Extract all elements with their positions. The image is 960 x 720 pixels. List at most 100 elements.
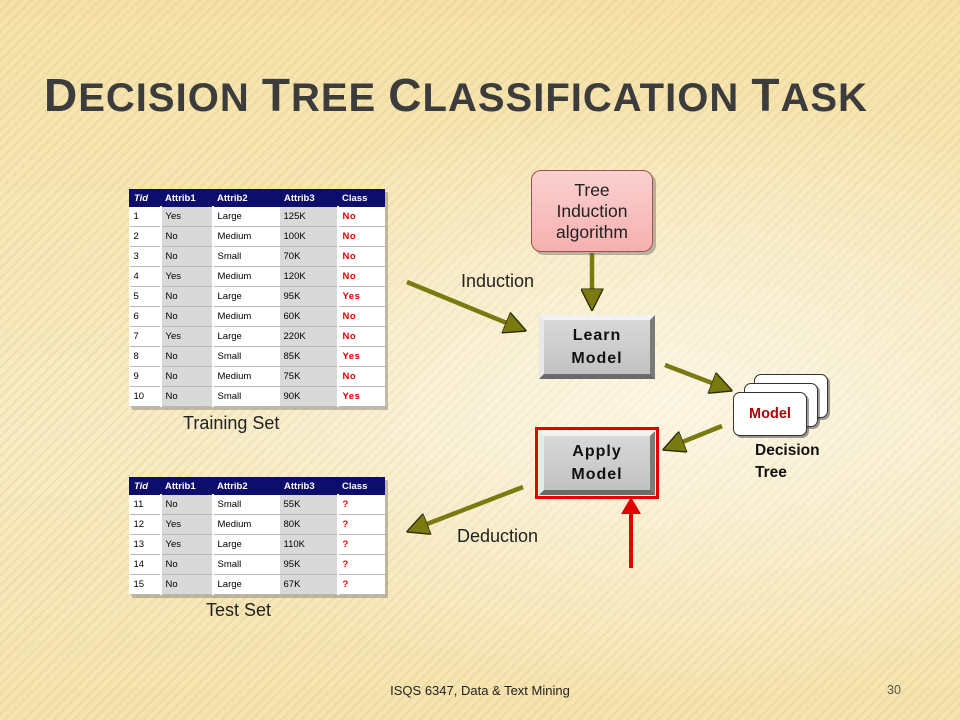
table-cell: 10: [129, 386, 162, 407]
slide-title: DECISION TREE CLASSIFICATION TASK: [44, 69, 868, 121]
algorithm-line: Induction: [556, 200, 628, 221]
table-cell: Large: [212, 206, 280, 227]
table-cell: 5: [129, 286, 162, 307]
table-cell: Yes: [160, 326, 214, 347]
apply-model-box: Apply Model: [539, 431, 655, 495]
table-cell: 11: [129, 494, 162, 515]
table-cell: Yes: [337, 386, 385, 407]
table-cell: No: [160, 246, 214, 267]
table-cell: No: [337, 306, 385, 327]
learn-line: Model: [571, 350, 623, 367]
table-cell: 70K: [279, 246, 339, 267]
column-header: Class: [337, 477, 385, 495]
model-to-apply-arrow: [670, 423, 723, 447]
table-cell: No: [337, 226, 385, 247]
table-cell: 13: [129, 534, 162, 555]
table-cell: 80K: [279, 514, 339, 535]
column-header: Attrib1: [160, 189, 213, 207]
table-cell: 120K: [279, 266, 339, 287]
table-cell: No: [160, 554, 214, 575]
column-header: Attrib2: [212, 477, 280, 495]
induction-label: Induction: [461, 271, 535, 291]
table-cell: 14: [129, 554, 162, 575]
apply-line: Apply: [572, 443, 622, 460]
table-cell: Large: [212, 534, 280, 555]
table-cell: 1: [129, 206, 162, 227]
learn-line: Learn: [572, 327, 622, 344]
table-cell: Medium: [212, 514, 280, 535]
table-cell: Medium: [212, 226, 280, 247]
table-cell: Small: [212, 386, 280, 407]
table-cell: No: [160, 366, 214, 387]
table-cell: ?: [337, 494, 385, 515]
table-cell: Small: [212, 346, 280, 367]
table-cell: Medium: [212, 266, 280, 287]
table-cell: Yes: [337, 286, 385, 307]
learn-model-box: Learn Model: [539, 315, 655, 379]
table-cell: 90K: [279, 386, 339, 407]
column-header: Tid: [129, 189, 161, 207]
table-cell: Yes: [160, 206, 214, 227]
model-card: Model: [733, 392, 807, 436]
deduction-label: Deduction: [457, 526, 539, 546]
algorithm-line: algorithm: [556, 221, 628, 242]
table-cell: No: [160, 286, 214, 307]
column-header: Attrib3: [279, 477, 338, 495]
table-cell: 55K: [279, 494, 339, 515]
tree-induction-algorithm-box: Tree Induction algorithm: [531, 170, 653, 252]
table-cell: ?: [337, 534, 385, 555]
table-cell: Yes: [160, 534, 214, 555]
table-cell: No: [160, 574, 214, 595]
table-cell: 8: [129, 346, 162, 367]
algorithm-line: Tree: [574, 179, 610, 200]
table-cell: No: [160, 346, 214, 367]
column-header: Attrib3: [279, 189, 338, 207]
table-cell: Large: [212, 326, 280, 347]
table-cell: Yes: [160, 514, 214, 535]
table-cell: 60K: [279, 306, 339, 327]
table-cell: Large: [212, 574, 280, 595]
table-cell: Small: [212, 554, 280, 575]
column-header: Attrib1: [160, 477, 213, 495]
table-cell: 95K: [279, 554, 339, 575]
training-set-caption: Training Set: [183, 413, 280, 433]
table-cell: Large: [212, 286, 280, 307]
table-cell: ?: [337, 554, 385, 575]
table-cell: ?: [337, 574, 385, 595]
table-cell: Yes: [160, 266, 214, 287]
table-cell: 12: [129, 514, 162, 535]
apply-line: Model: [571, 466, 623, 483]
table-cell: No: [160, 306, 214, 327]
table-cell: 85K: [279, 346, 339, 367]
table-cell: 4: [129, 266, 162, 287]
column-header: Tid: [129, 477, 161, 495]
table-cell: 220K: [279, 326, 339, 347]
induction-arrow: [406, 279, 519, 328]
table-cell: 75K: [279, 366, 339, 387]
footer-course: ISQS 6347, Data & Text Mining: [390, 683, 570, 698]
table-cell: ?: [337, 514, 385, 535]
table-cell: No: [160, 494, 214, 515]
table-cell: 7: [129, 326, 162, 347]
table-cell: No: [337, 266, 385, 287]
apply-model-highlight: [535, 427, 659, 499]
table-cell: 3: [129, 246, 162, 267]
table-cell: 125K: [279, 206, 339, 227]
table-cell: 9: [129, 366, 162, 387]
table-cell: Medium: [212, 306, 280, 327]
table-cell: Small: [212, 494, 280, 515]
decision-tree-label: Decision Tree: [755, 442, 820, 481]
